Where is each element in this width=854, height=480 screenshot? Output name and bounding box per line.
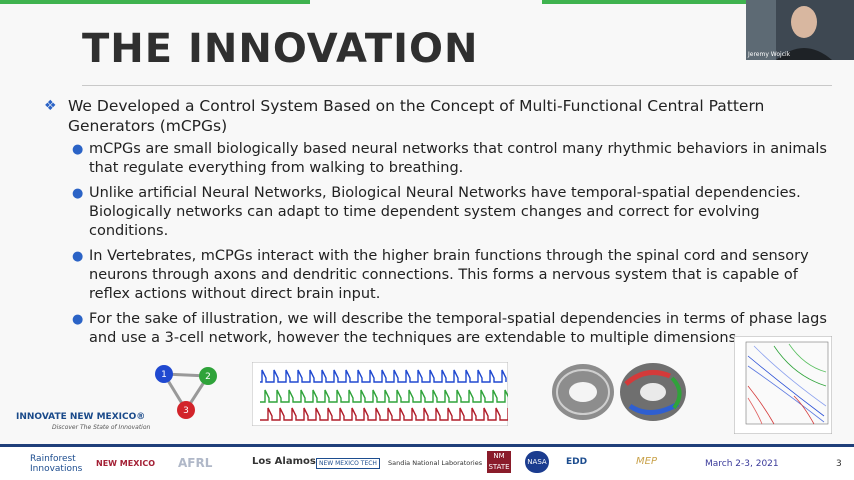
presenter-name: Jeremy Wojcik — [748, 51, 791, 58]
presenter-avatar — [746, 0, 854, 60]
svg-text:2: 2 — [205, 372, 211, 382]
top-accent-bar — [0, 0, 854, 4]
svg-text:3: 3 — [183, 406, 189, 416]
sub-bullet: ● For the sake of illustration, we will … — [44, 310, 834, 348]
node-2 — [199, 367, 217, 385]
three-cell-network-figure: 1 2 3 — [155, 365, 217, 419]
sub-bullet-text: In Vertebrates, mCPGs interact with the … — [89, 248, 809, 302]
nm-tech-logo: NEW MEXICO TECH — [316, 458, 380, 469]
node-3 — [177, 401, 195, 419]
spike-trace-row — [260, 369, 507, 383]
footer-divider — [0, 444, 854, 447]
sub-bullet: ● In Vertebrates, mCPGs interact with th… — [44, 247, 834, 304]
sandia-logo: Sandia National Laboratories — [388, 459, 483, 467]
mep-logo: MEP — [636, 456, 657, 467]
afrl-logo: AFRL — [178, 456, 213, 470]
unm-logo: NEW MEXICO — [96, 459, 156, 468]
sub-bullet-text: For the sake of illustration, we will de… — [89, 311, 827, 346]
los-alamos-logo: Los Alamos — [252, 456, 316, 467]
svg-text:1: 1 — [161, 370, 167, 380]
phase-portrait-figure — [734, 336, 832, 434]
sub-bullet: ● mCPGs are small biologically based neu… — [44, 140, 834, 178]
webcam-overlay: Jeremy Wojcik — [746, 0, 854, 60]
bullet-list: ❖ We Developed a Control System Based on… — [44, 96, 834, 354]
innovate-new-mexico-logo: INNOVATE NEW MEXICO® — [16, 412, 146, 422]
footer-bar — [0, 447, 854, 480]
sub-bullet-text: Unlike artificial Neural Networks, Biolo… — [89, 185, 801, 239]
slide-title: THE INNOVATION — [82, 26, 479, 72]
node-1 — [155, 365, 173, 383]
slide-date: March 2-3, 2021 — [705, 459, 779, 469]
sub-bullet-text: mCPGs are small biologically based neura… — [89, 141, 827, 176]
slide-number: 3 — [836, 459, 842, 469]
spike-trace-row — [260, 407, 508, 421]
spike-trace-row — [260, 389, 508, 403]
rainforest-logo: Rainforest Innovations — [30, 454, 83, 474]
bullet-dot-icon: ● — [72, 142, 84, 157]
torus-phase-figure — [552, 363, 686, 421]
edd-logo: EDD — [566, 457, 588, 467]
sub-bullet: ● Unlike artificial Neural Networks, Bio… — [44, 184, 834, 241]
main-bullet: ❖ We Developed a Control System Based on… — [44, 96, 834, 136]
main-bullet-text: We Developed a Control System Based on t… — [68, 97, 765, 135]
diamond-bullet-icon: ❖ — [44, 98, 57, 114]
bullet-dot-icon: ● — [72, 249, 84, 264]
nasa-logo: NASA — [525, 451, 549, 473]
bullet-dot-icon: ● — [72, 186, 84, 201]
innovate-tagline: Discover The State of Innovation — [52, 424, 151, 431]
title-divider — [82, 85, 832, 86]
spike-trace-figure — [252, 362, 508, 426]
bullet-dot-icon: ● — [72, 312, 84, 327]
nm-state-logo: NM STATE — [487, 451, 511, 473]
